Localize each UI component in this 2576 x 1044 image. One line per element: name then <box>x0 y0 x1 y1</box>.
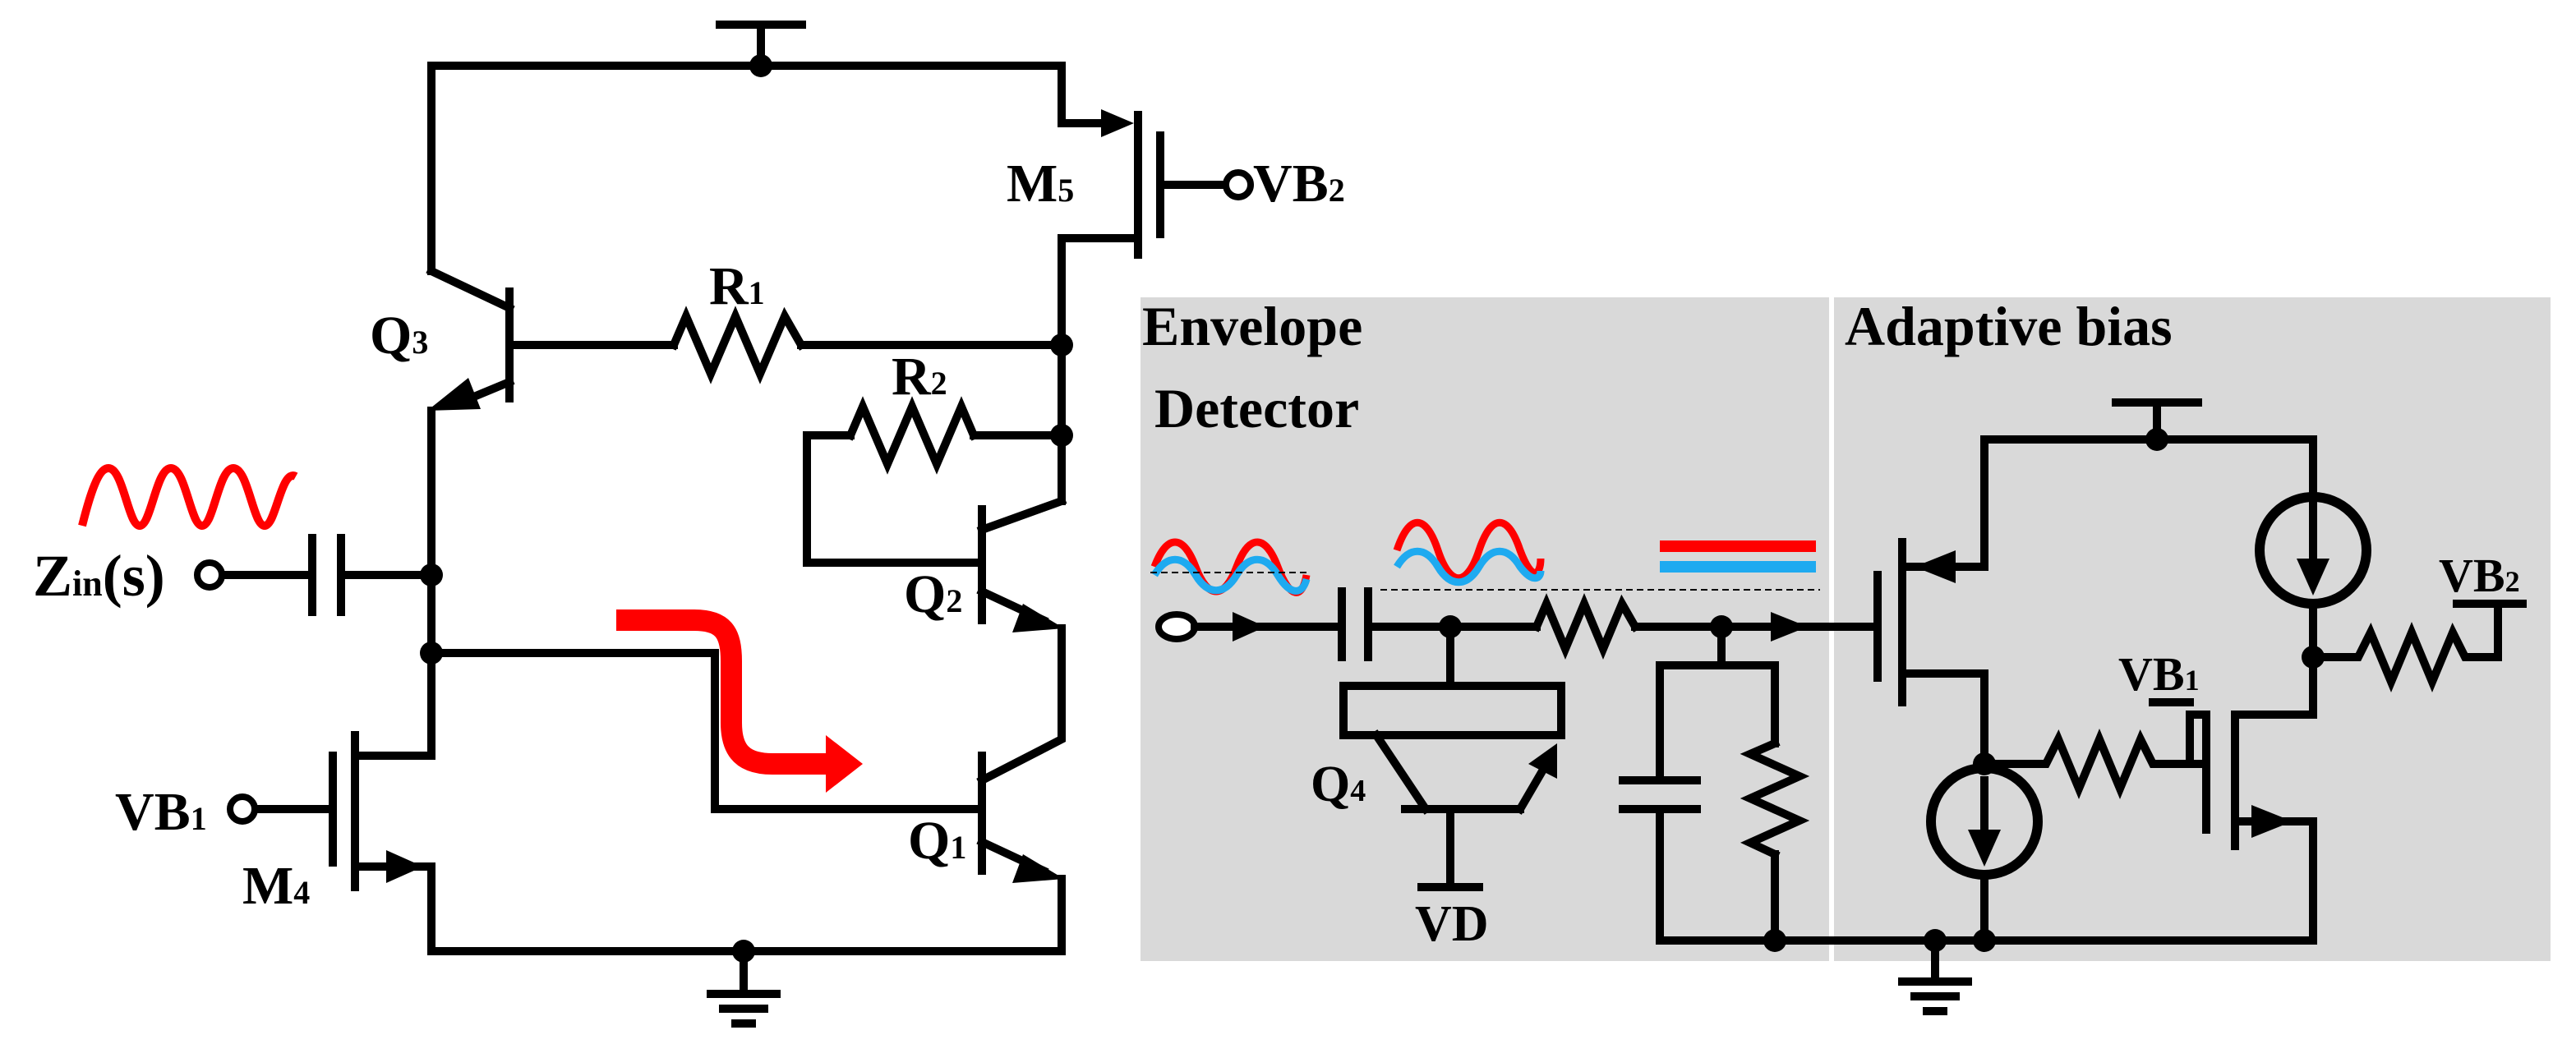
vb1-right-label: VB1 <box>2118 647 2200 701</box>
vb2-top-label: VB2 <box>1253 154 1345 214</box>
vd-label: VD <box>1415 896 1489 952</box>
q3-transistor <box>426 265 515 579</box>
ground-icon <box>707 947 781 1028</box>
zin-terminal <box>194 559 225 591</box>
envelope-title-line1: Envelope <box>1142 295 1362 357</box>
q1-transistor <box>976 711 1066 955</box>
m5-label: M5 <box>1007 154 1074 214</box>
vb1-left-label: VB1 <box>115 782 207 842</box>
zin-label: Zin(s) <box>33 543 165 609</box>
adaptive-bias-panel <box>1834 297 2551 961</box>
q4-label: Q4 <box>1311 757 1366 812</box>
input-capacitor <box>308 534 345 616</box>
main-circuit <box>78 21 1254 1028</box>
m5-transistor <box>1058 109 1254 349</box>
env-sine-red2-icon <box>1393 519 1545 582</box>
input-sine-wave-icon <box>78 463 298 531</box>
q3-label: Q3 <box>370 306 428 366</box>
ground-right-icon <box>1898 936 1972 1015</box>
q2-transistor <box>976 495 1067 719</box>
m4-transistor <box>227 649 435 955</box>
adaptive-bias-title: Adaptive bias <box>1845 295 2173 357</box>
vb2-right-label: VB2 <box>2439 549 2520 602</box>
r2-resistor <box>845 396 979 475</box>
envelope-title-line2: Detector <box>1154 377 1359 439</box>
current-flow-arrow-icon <box>616 609 863 793</box>
env-sine-blue-icon <box>1151 555 1311 595</box>
r1-resistor <box>668 306 807 384</box>
r2-label: R2 <box>892 347 947 407</box>
env-input-terminal <box>1155 611 1198 642</box>
q1-label: Q1 <box>908 811 966 871</box>
r1-label: R1 <box>709 256 765 316</box>
m4-label: M4 <box>242 856 310 916</box>
adaptive-bias-circuit <box>1873 398 2527 1015</box>
env-sine-blue2-icon <box>1394 547 1545 586</box>
q2-label: Q2 <box>904 564 962 624</box>
